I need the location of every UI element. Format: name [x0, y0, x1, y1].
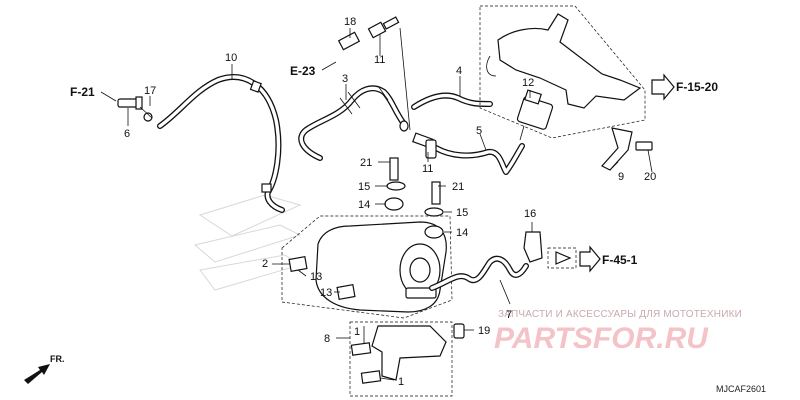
hose-10 — [157, 74, 285, 213]
callout-11b: 11 — [422, 163, 433, 175]
callout-13b: 13 — [320, 287, 332, 299]
hose-4 — [411, 92, 493, 110]
callout-9: 9 — [618, 171, 624, 183]
callout-8: 8 — [324, 333, 330, 345]
hose-3 — [298, 85, 409, 161]
ref-e23-arrow — [321, 61, 337, 71]
front-marker: FR. — [50, 354, 65, 364]
diagram-code: MJCAF2601 — [716, 384, 766, 394]
callout-21a: 21 — [360, 157, 372, 169]
tube-7 — [429, 255, 529, 291]
bracket-8 — [349, 321, 465, 397]
callout-6: 6 — [124, 128, 130, 140]
callout-20: 20 — [644, 171, 656, 183]
connector-18-11-top — [337, 16, 411, 131]
callout-21b: 21 — [452, 181, 464, 193]
callout-15a: 15 — [358, 181, 370, 193]
callout-4: 4 — [456, 65, 462, 77]
watermark-text: ЗАПЧАСТИ И АКСЕССУАРЫ ДЛЯ МОТОТЕХНИКИ — [498, 309, 742, 320]
ref-f1520[interactable]: F-15-20 — [676, 80, 718, 94]
rubber-pad-13 — [288, 256, 356, 300]
fitting-6 — [117, 96, 153, 122]
callout-10: 10 — [225, 52, 237, 64]
callout-13a: 13 — [310, 271, 322, 283]
callout-1a: 1 — [354, 326, 360, 338]
callout-7: 7 — [506, 309, 512, 321]
callout-19: 19 — [478, 325, 490, 337]
callout-5: 5 — [476, 125, 482, 137]
front-arrow-icon — [24, 364, 50, 384]
callout-18: 18 — [344, 16, 356, 28]
callout-2: 2 — [262, 258, 268, 270]
ref-f21[interactable]: F-21 — [70, 85, 95, 99]
callout-1b: 1 — [398, 376, 404, 388]
callout-3: 3 — [342, 73, 348, 85]
watermark-brand: PARTSFOR.RU — [494, 322, 709, 355]
callout-15b: 15 — [456, 207, 468, 219]
callout-14b: 14 — [456, 227, 468, 239]
callout-17: 17 — [144, 85, 156, 97]
ref-f21-arrow — [100, 91, 117, 102]
callout-16: 16 — [524, 208, 536, 220]
solenoid-valve-12 — [516, 89, 554, 141]
callout-12: 12 — [522, 77, 534, 89]
clamp-9 — [601, 127, 653, 171]
ref-e23[interactable]: E-23 — [290, 64, 316, 78]
clip-16 — [523, 231, 577, 269]
callout-11a: 11 — [374, 54, 385, 66]
leader-lines — [127, 28, 653, 381]
ref-f1520-arrow — [651, 73, 675, 101]
callout-14a: 14 — [358, 199, 370, 211]
bracket-assembly — [479, 5, 646, 139]
ref-f451-arrow — [579, 245, 601, 273]
ref-f451[interactable]: F-45-1 — [602, 253, 638, 267]
